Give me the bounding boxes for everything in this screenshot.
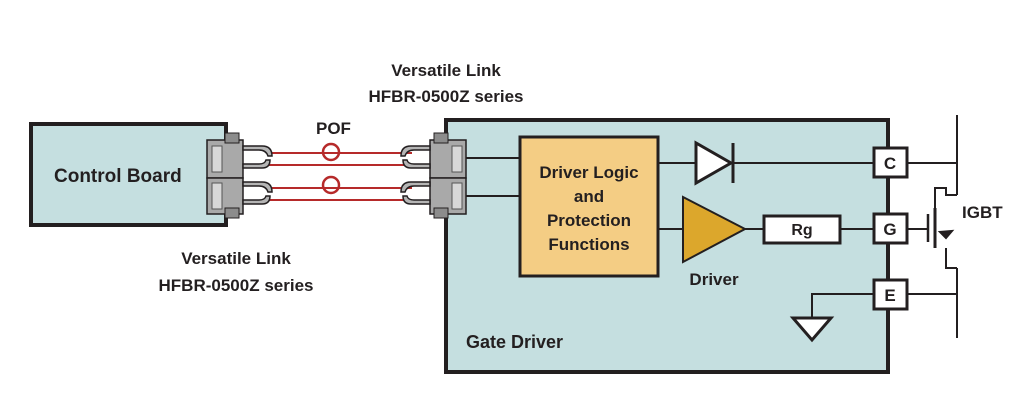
diode-icon: [694, 140, 735, 186]
pin-e: [872, 278, 909, 311]
logic-line-1: Driver Logic: [539, 163, 638, 182]
versatile-link-bottom-line2: HFBR-0500Z series: [159, 276, 314, 295]
pin-g: [872, 212, 909, 245]
pin-c-label: C: [884, 154, 896, 173]
versatile-link-connector-right: [400, 132, 467, 219]
rg-label: Rg: [791, 222, 812, 239]
driver-logic-block: [518, 135, 660, 278]
logic-line-4: Functions: [548, 235, 629, 254]
logic-line-2: and: [574, 187, 604, 206]
gate-driver-label: Gate Driver: [466, 332, 563, 352]
control-board-box: [29, 122, 228, 227]
pin-g-label: G: [883, 220, 896, 239]
igbt-icon: [907, 115, 958, 338]
ground-icon: [789, 316, 835, 343]
control-board-label: Control Board: [54, 166, 182, 187]
wire-ground-e: [811, 293, 874, 318]
versatile-link-bottom-line1: Versatile Link: [181, 249, 291, 268]
driver-label: Driver: [689, 270, 739, 289]
pin-e-label: E: [884, 286, 895, 305]
pof-label: POF: [316, 119, 351, 138]
logic-line-3: Protection: [547, 211, 631, 230]
versatile-link-top-line1: Versatile Link: [391, 61, 501, 80]
igbt-label: IGBT: [962, 203, 1003, 222]
versatile-link-connector-left: [206, 132, 273, 219]
fiber-loop-bottom: [321, 175, 341, 195]
fiber-loop-top: [321, 142, 341, 162]
driver-amplifier-icon: [682, 195, 748, 264]
pof-fibers: [268, 142, 412, 201]
versatile-link-top-line2: HFBR-0500Z series: [369, 87, 524, 106]
